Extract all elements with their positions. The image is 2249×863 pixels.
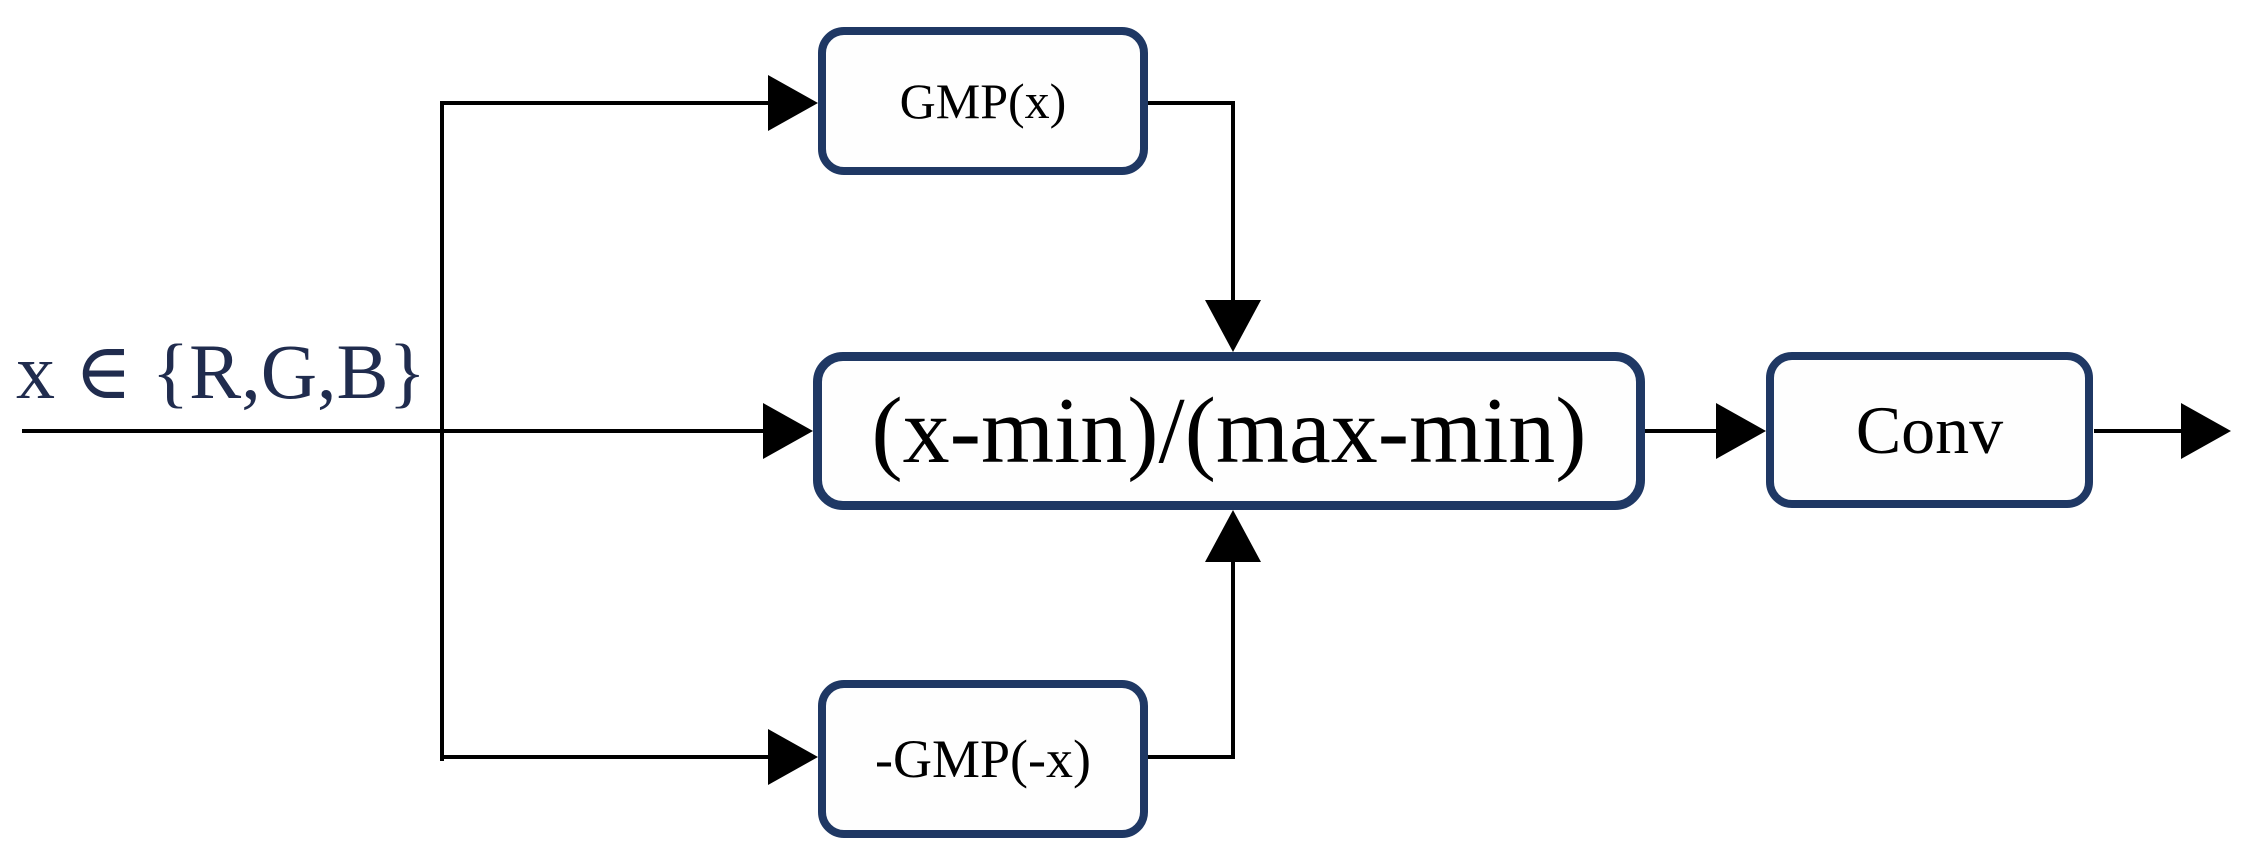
edge-neg-gmp-out-horizontal [1144,755,1235,759]
node-neg-gmp-label: -GMP(-x) [875,729,1091,789]
edge-neg-gmp-out-vertical [1231,561,1235,759]
node-conv: Conv [1766,352,2093,508]
node-conv-label: Conv [1855,391,2004,468]
edge-branch-vertical-line [440,101,444,761]
edge-gmp-out-horizontal [1144,101,1235,105]
edge-bottom-branch-line [440,755,770,759]
arrowhead-output-icon [2181,403,2231,459]
edge-input-line [22,429,768,433]
node-gmp-label: GMP(x) [899,73,1067,129]
arrowhead-into-conv-icon [1716,403,1766,459]
input-label: x ∈ {R,G,B} [16,328,426,415]
arrowhead-into-gmp-icon [768,75,818,131]
edge-normalize-to-conv-line [1645,429,1718,433]
arrowhead-gmp-to-normalize-icon [1205,300,1261,352]
node-normalize: (x-min)/(max-min) [813,352,1645,510]
arrowhead-into-normalize-icon [763,403,813,459]
node-neg-gmp: -GMP(-x) [818,680,1148,838]
edge-conv-output-line [2094,429,2183,433]
node-normalize-label: (x-min)/(max-min) [871,379,1587,483]
node-gmp: GMP(x) [818,27,1148,175]
edge-top-branch-line [440,101,770,105]
arrowhead-neg-gmp-to-normalize-icon [1205,510,1261,562]
arrowhead-into-neg-gmp-icon [768,729,818,785]
edge-gmp-out-vertical [1231,101,1235,302]
